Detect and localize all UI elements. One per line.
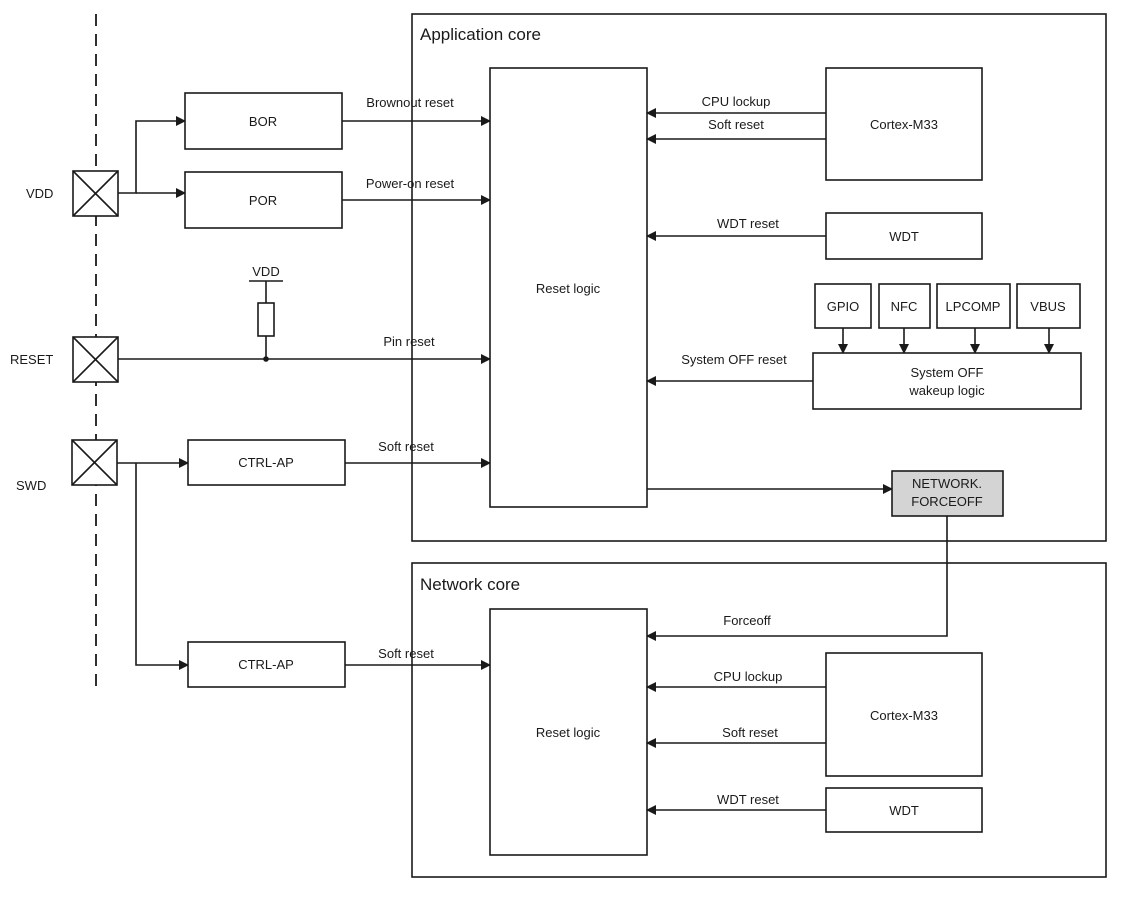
pin-label-reset: RESET [10, 352, 53, 367]
vdd-wiring [118, 116, 186, 198]
net-cpu-lockup-label: CPU lockup [714, 669, 783, 684]
pin-vdd: VDD [26, 170, 119, 217]
net-cortex-m33: Cortex-M33 [825, 652, 983, 777]
pin-reset-label: Pin reset [383, 334, 435, 349]
ctrl-ap-app-label: CTRL-AP [238, 455, 294, 470]
app-reset-logic: Reset logic [489, 67, 648, 508]
net-wdt-label: WDT [889, 803, 919, 818]
app-cortex-label: Cortex-M33 [870, 117, 938, 132]
wakeup-source-gpio: GPIO [814, 283, 872, 354]
wakeup-source-label: VBUS [1030, 299, 1066, 314]
app-soft-reset-label: Soft reset [708, 117, 764, 132]
forceoff-label-line1: NETWORK. [912, 476, 982, 491]
net-reset-logic: Reset logic [489, 608, 648, 856]
por-block: POR [184, 171, 343, 229]
network-core-title: Network core [420, 575, 520, 594]
pullup-supply-label: VDD [252, 264, 279, 279]
net-wdt: WDT [825, 787, 983, 833]
swd-soft-reset-net-label: Soft reset [378, 646, 434, 661]
net-reset-logic-label: Reset logic [536, 725, 601, 740]
wakeup-source-label: LPCOMP [946, 299, 1001, 314]
system-off-label-line1: System OFF [911, 365, 984, 380]
net-soft-reset-label: Soft reset [722, 725, 778, 740]
net-wdt-reset-label: WDT reset [717, 792, 779, 807]
por-label: POR [249, 193, 277, 208]
wakeup-source-nfc: NFC [878, 283, 931, 354]
network-forceoff-register: NETWORK. FORCEOFF [891, 470, 1004, 517]
system-off-label-line2: wakeup logic [908, 383, 985, 398]
application-core-title: Application core [420, 25, 541, 44]
pin-label-vdd: VDD [26, 186, 53, 201]
brownout-reset-label: Brownout reset [366, 95, 454, 110]
app-cpu-lockup-label: CPU lockup [702, 94, 771, 109]
swd-soft-reset-app-label: Soft reset [378, 439, 434, 454]
system-off-wakeup-logic: System OFF wakeup logic [812, 352, 1082, 410]
swd-wiring [117, 458, 189, 670]
app-wdt-reset-label: WDT reset [717, 216, 779, 231]
pullup-resistor-icon [257, 302, 275, 337]
app-cortex-m33: Cortex-M33 [825, 67, 983, 181]
ctrl-ap-app-block: CTRL-AP [187, 439, 346, 486]
ctrl-ap-net-block: CTRL-AP [187, 641, 346, 688]
app-wdt-label: WDT [889, 229, 919, 244]
system-off-reset-label: System OFF reset [681, 352, 787, 367]
wakeup-source-vbus: VBUS [1016, 283, 1081, 354]
wakeup-source-label: NFC [891, 299, 918, 314]
forceoff-label: Forceoff [723, 613, 771, 628]
ctrl-ap-net-label: CTRL-AP [238, 657, 294, 672]
net-cortex-label: Cortex-M33 [870, 708, 938, 723]
forceoff-arrow [646, 516, 948, 641]
pin-swd: SWD [16, 439, 118, 493]
bor-label: BOR [249, 114, 277, 129]
pin-label-swd: SWD [16, 478, 46, 493]
app-reset-logic-label: Reset logic [536, 281, 601, 296]
wakeup-source-lpcomp: LPCOMP [936, 283, 1011, 354]
pin-reset-wiring: VDD [118, 264, 491, 364]
power-on-reset-label: Power-on reset [366, 176, 455, 191]
forceoff-label-line2: FORCEOFF [911, 494, 983, 509]
app-wdt: WDT [825, 212, 983, 260]
wakeup-source-label: GPIO [827, 299, 860, 314]
bor-block: BOR [184, 92, 343, 150]
pin-reset: RESET [10, 336, 119, 383]
